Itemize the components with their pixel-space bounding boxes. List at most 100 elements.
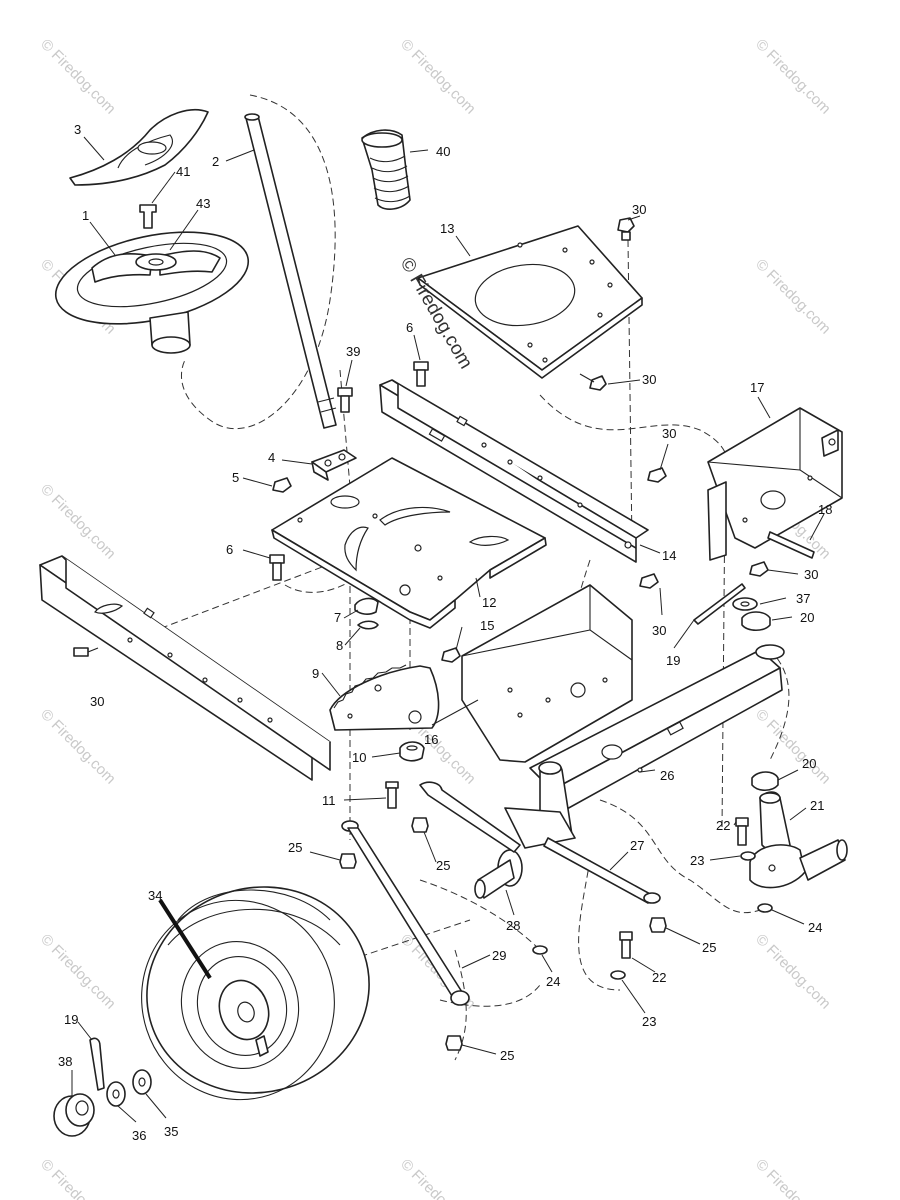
washer	[732, 597, 758, 611]
callout-label: 34	[148, 888, 162, 903]
leader-lines	[71, 136, 825, 1123]
watermark: © Firedog.com	[37, 931, 119, 1013]
callout-label: 20	[802, 756, 816, 771]
callout-label: 28	[506, 918, 520, 933]
right-bracket	[707, 407, 843, 561]
hex-bolt	[579, 373, 607, 391]
callout-label: 1	[82, 208, 89, 223]
steering-gear-sector	[329, 664, 440, 731]
callout-label: 19	[64, 1012, 78, 1027]
drag-link	[341, 820, 470, 1006]
callout-label: 22	[716, 818, 730, 833]
callout-label: 30	[662, 426, 676, 441]
callout-label: 12	[482, 595, 496, 610]
tie-rod	[419, 781, 661, 904]
hex-nut	[272, 477, 292, 493]
callout-label: 38	[58, 1054, 72, 1069]
front-wheel	[141, 886, 370, 1101]
callout-label: 20	[800, 610, 814, 625]
callout-label: 19	[666, 653, 680, 668]
callout-label: 6	[226, 542, 233, 557]
callout-label: 17	[750, 380, 764, 395]
watermark: © Firedog.com	[397, 36, 479, 118]
callout-label: 3	[74, 122, 81, 137]
callout-label: 43	[196, 196, 210, 211]
callout-label: 23	[690, 853, 704, 868]
callout-label: 24	[546, 974, 560, 989]
hex-nut	[617, 217, 635, 241]
callout-label: 30	[804, 567, 818, 582]
callout-label: 14	[662, 548, 676, 563]
bushing	[741, 611, 771, 632]
front-axle	[529, 644, 785, 816]
callout-label: 25	[436, 858, 450, 873]
callout-label: 11	[322, 793, 336, 808]
steering-wheel	[54, 231, 250, 354]
callout-label: 30	[642, 372, 656, 387]
right-spindle	[749, 791, 848, 889]
callout-label: 26	[660, 768, 674, 783]
callout-label: 30	[652, 623, 666, 638]
bushing	[354, 597, 379, 630]
axle-support-bracket	[461, 584, 633, 763]
left-frame-rail	[39, 555, 331, 781]
callout-label: 23	[642, 1014, 656, 1029]
watermark: © Firedog.com	[397, 1156, 479, 1200]
cotter-pin	[693, 583, 746, 625]
watermark: © Firedog.com	[752, 931, 834, 1013]
hex-bolt	[337, 387, 353, 413]
callout-label: 4	[268, 450, 275, 465]
callout-label: 7	[334, 610, 341, 625]
callout-label: 13	[440, 221, 454, 236]
callout-label: 36	[132, 1128, 146, 1143]
hex-nut	[441, 647, 461, 663]
callout-label: 40	[436, 144, 450, 159]
watermark: © Firedog.com	[752, 36, 834, 118]
steering-wheel-cap	[69, 108, 209, 186]
watermark: © Firedog.com	[37, 1156, 119, 1200]
callout-label: 5	[232, 470, 239, 485]
callout-label: 25	[500, 1048, 514, 1063]
callout-label: 24	[808, 920, 822, 935]
washer	[106, 1069, 152, 1107]
hex-bolt	[767, 531, 815, 559]
cotter-pin	[89, 1037, 105, 1091]
callout-label: 18	[818, 502, 832, 517]
steering-bolt	[139, 204, 157, 229]
callout-label: 35	[164, 1124, 178, 1139]
flange-bolt	[413, 361, 429, 387]
steering-shaft	[244, 113, 337, 429]
hex-nut	[749, 561, 769, 577]
callout-label: 29	[492, 948, 506, 963]
callout-label: 22	[652, 970, 666, 985]
watermark: © Firedog.com	[37, 36, 119, 118]
callout-label: 37	[796, 591, 810, 606]
left-spindle	[474, 761, 576, 899]
callout-label: 6	[406, 320, 413, 335]
steering-bracket	[311, 449, 357, 481]
callout-label: 16	[424, 732, 438, 747]
hub-cap	[53, 1093, 95, 1137]
callout-label: 30	[632, 202, 646, 217]
bolt	[619, 817, 749, 959]
callout-label: 8	[336, 638, 343, 653]
callout-label: 9	[312, 666, 319, 681]
watermark: © Firedog.com	[37, 481, 119, 563]
callout-label: 30	[90, 694, 104, 709]
shoulder-bolt	[385, 781, 399, 809]
washer	[532, 851, 773, 980]
callout-label: 10	[352, 750, 366, 765]
callout-label: 39	[346, 344, 360, 359]
cross-rail	[379, 379, 649, 563]
callout-label: 27	[630, 838, 644, 853]
callout-labels: 3 2 41 43 1 40 13 30 30 6 39 4 5 30 14 6…	[58, 122, 832, 1143]
dash-plate	[417, 225, 643, 379]
hex-nut	[339, 817, 667, 1051]
callout-label: 25	[288, 840, 302, 855]
hex-nut	[399, 741, 425, 762]
callout-label: 25	[702, 940, 716, 955]
flange-bolt	[73, 647, 99, 657]
watermark: © Firedog.com	[752, 256, 834, 338]
callout-label: 21	[810, 798, 824, 813]
